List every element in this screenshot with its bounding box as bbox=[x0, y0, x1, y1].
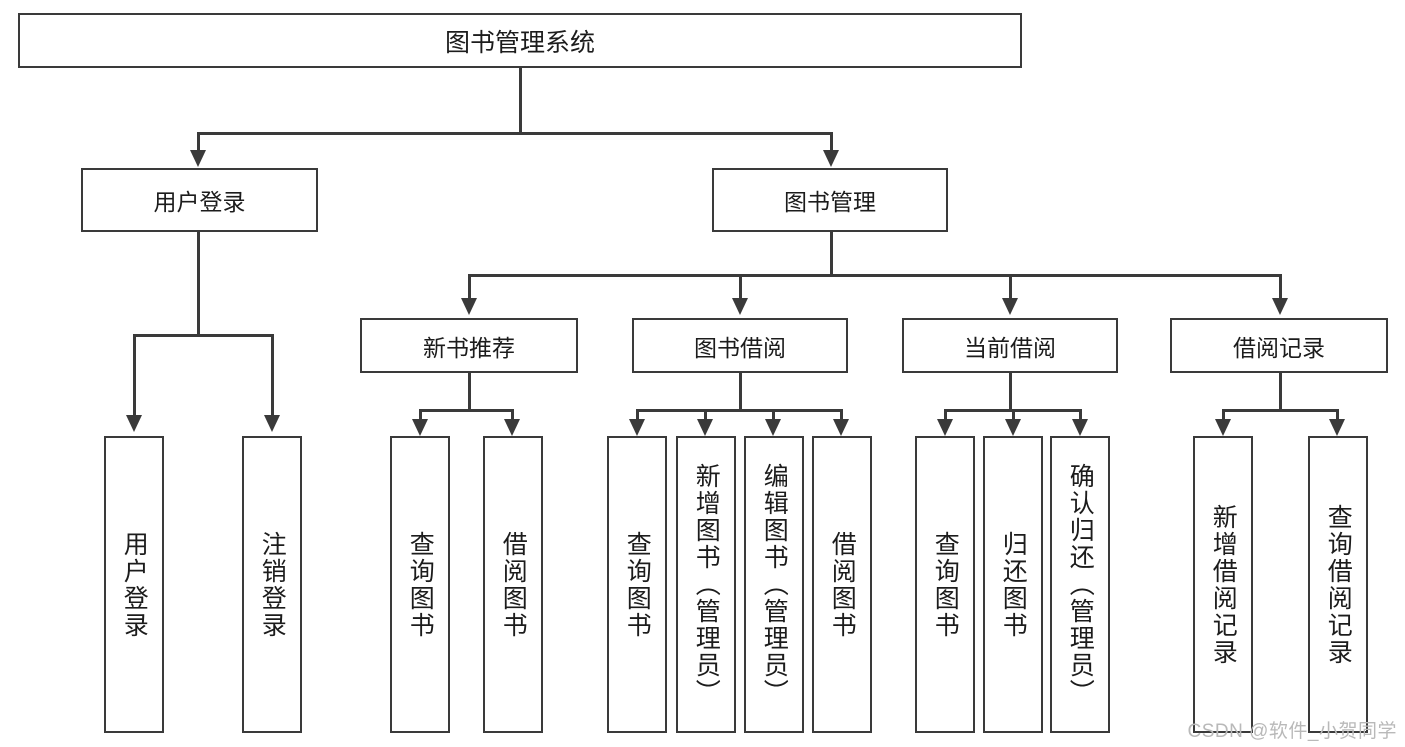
csdn-watermark: CSDN @软件_小贺同学 bbox=[1187, 721, 1397, 742]
arrow-new-book-leaf-1-icon bbox=[412, 419, 428, 436]
arrow-book-borrow-leaf-4-icon bbox=[833, 419, 849, 436]
arrow-current-borrow-leaf-2-icon bbox=[1005, 419, 1021, 436]
node-label: 确认归还（管理员） bbox=[1066, 463, 1095, 706]
node-label: 借阅图书 bbox=[828, 530, 857, 639]
arrow-to-user-login-icon bbox=[190, 150, 206, 167]
node-label: 查询图书 bbox=[931, 530, 960, 639]
connector-book-borrow-leaf-2 bbox=[704, 409, 707, 423]
node-label: 图书管理 bbox=[784, 189, 876, 215]
node-label: 图书管理系统 bbox=[444, 28, 595, 57]
leaf-add-borrow-record[interactable]: 新增借阅记录 bbox=[1193, 436, 1253, 733]
node-label: 查询借阅记录 bbox=[1324, 503, 1353, 666]
node-label: 查询图书 bbox=[623, 530, 652, 639]
node-label: 新增借阅记录 bbox=[1209, 503, 1238, 666]
connector-user-login-leaf-2 bbox=[271, 334, 274, 419]
node-label: 借阅记录 bbox=[1233, 334, 1325, 361]
leaf-query-book-borrow[interactable]: 查询图书 bbox=[607, 436, 667, 733]
connector-user-login-stem bbox=[197, 232, 200, 334]
node-label: 图书借阅 bbox=[694, 334, 786, 361]
leaf-borrow-book-recommend[interactable]: 借阅图书 bbox=[483, 436, 543, 733]
node-new-book-recommend[interactable]: 新书推荐 bbox=[360, 318, 578, 373]
connector-root-stem bbox=[519, 68, 522, 132]
arrow-book-borrow-leaf-3-icon bbox=[765, 419, 781, 436]
connector-borrow-record-leaf-2 bbox=[1336, 409, 1339, 423]
arrow-to-borrow-record-icon bbox=[1272, 298, 1288, 315]
leaf-return-book[interactable]: 归还图书 bbox=[983, 436, 1043, 733]
connector-current-borrow-leaf-3 bbox=[1079, 409, 1082, 423]
connector-to-current-borrow bbox=[1009, 274, 1012, 302]
node-current-borrow[interactable]: 当前借阅 bbox=[902, 318, 1118, 373]
leaf-borrow-book[interactable]: 借阅图书 bbox=[812, 436, 872, 733]
arrow-to-leaf-user-login-icon bbox=[126, 415, 142, 432]
connector-borrow-record-leaf-1 bbox=[1222, 409, 1225, 423]
connector-new-book-leaf-1 bbox=[419, 409, 422, 423]
arrow-to-book-borrow-icon bbox=[732, 298, 748, 315]
connector-user-login-bus bbox=[133, 334, 274, 337]
node-borrow-record[interactable]: 借阅记录 bbox=[1170, 318, 1388, 373]
connector-borrow-record-stem bbox=[1279, 373, 1282, 409]
arrow-to-book-manage-icon bbox=[823, 150, 839, 167]
connector-book-borrow-leaf-3 bbox=[772, 409, 775, 423]
node-label: 归还图书 bbox=[999, 530, 1028, 639]
connector-current-borrow-stem bbox=[1009, 373, 1012, 409]
connector-book-manage-stem bbox=[830, 232, 833, 274]
arrow-current-borrow-leaf-3-icon bbox=[1072, 419, 1088, 436]
connector-book-borrow-bus bbox=[636, 409, 842, 412]
arrow-borrow-record-leaf-2-icon bbox=[1329, 419, 1345, 436]
node-label: 编辑图书（管理员） bbox=[760, 463, 789, 706]
connector-book-manage-bus bbox=[468, 274, 1280, 277]
node-label: 借阅图书 bbox=[499, 530, 528, 639]
node-label: 注销登录 bbox=[258, 530, 287, 639]
connector-user-login-leaf-1 bbox=[133, 334, 136, 419]
connector-book-borrow-leaf-1 bbox=[636, 409, 639, 423]
arrow-current-borrow-leaf-1-icon bbox=[937, 419, 953, 436]
leaf-edit-book-admin[interactable]: 编辑图书（管理员） bbox=[744, 436, 804, 733]
node-label: 当前借阅 bbox=[964, 334, 1056, 361]
node-book-management[interactable]: 图书管理 bbox=[712, 168, 948, 232]
arrow-book-borrow-leaf-1-icon bbox=[629, 419, 645, 436]
node-label: 用户登录 bbox=[153, 189, 246, 215]
connector-book-borrow-stem bbox=[739, 373, 742, 409]
connector-new-book-bus bbox=[419, 409, 513, 412]
connector-to-borrow-record bbox=[1279, 274, 1282, 302]
node-user-login[interactable]: 用户登录 bbox=[81, 168, 318, 232]
node-label: 新增图书（管理员） bbox=[692, 463, 721, 706]
connector-to-new-book bbox=[468, 274, 471, 302]
leaf-logout[interactable]: 注销登录 bbox=[242, 436, 302, 733]
leaf-query-book-current[interactable]: 查询图书 bbox=[915, 436, 975, 733]
arrow-book-borrow-leaf-2-icon bbox=[697, 419, 713, 436]
node-label: 用户登录 bbox=[120, 530, 149, 639]
connector-current-borrow-leaf-2 bbox=[1012, 409, 1015, 423]
arrow-new-book-leaf-2-icon bbox=[504, 419, 520, 436]
connector-new-book-leaf-2 bbox=[511, 409, 514, 423]
leaf-user-login[interactable]: 用户登录 bbox=[104, 436, 164, 733]
node-label: 新书推荐 bbox=[423, 334, 515, 361]
node-book-borrow[interactable]: 图书借阅 bbox=[632, 318, 848, 373]
leaf-query-borrow-record[interactable]: 查询借阅记录 bbox=[1308, 436, 1368, 733]
node-root-system[interactable]: 图书管理系统 bbox=[18, 13, 1022, 68]
leaf-add-book-admin[interactable]: 新增图书（管理员） bbox=[676, 436, 736, 733]
leaf-query-book-recommend[interactable]: 查询图书 bbox=[390, 436, 450, 733]
arrow-to-new-book-icon bbox=[461, 298, 477, 315]
connector-book-borrow-leaf-4 bbox=[840, 409, 843, 423]
leaf-confirm-return-admin[interactable]: 确认归还（管理员） bbox=[1050, 436, 1110, 733]
connector-new-book-stem bbox=[468, 373, 471, 409]
connector-current-borrow-leaf-1 bbox=[944, 409, 947, 423]
connector-borrow-record-bus bbox=[1222, 409, 1338, 412]
connector-root-to-book-manage bbox=[830, 132, 833, 152]
connector-root-bus bbox=[197, 132, 833, 135]
connector-root-to-user-login bbox=[197, 132, 200, 152]
arrow-borrow-record-leaf-1-icon bbox=[1215, 419, 1231, 436]
connector-to-book-borrow bbox=[739, 274, 742, 302]
arrow-to-current-borrow-icon bbox=[1002, 298, 1018, 315]
node-label: 查询图书 bbox=[406, 530, 435, 639]
arrow-to-leaf-logout-icon bbox=[264, 415, 280, 432]
